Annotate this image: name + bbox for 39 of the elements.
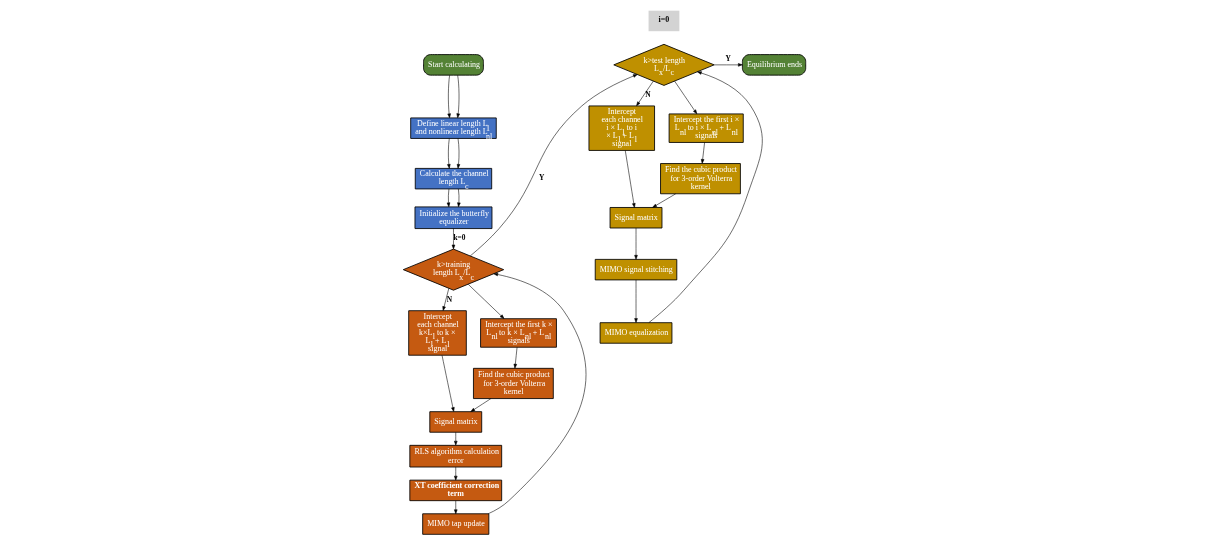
label: i=0 bbox=[658, 15, 669, 25]
node-box: MIMO equalization bbox=[599, 322, 672, 344]
arrow bbox=[453, 466, 457, 481]
arrow bbox=[456, 138, 460, 169]
arrow bbox=[513, 347, 517, 369]
arrow bbox=[713, 63, 743, 67]
node-box: Signal matrix bbox=[428, 411, 482, 433]
arrow bbox=[456, 74, 460, 119]
arrow bbox=[648, 71, 763, 323]
node-box: RLS algorithm calculation error bbox=[408, 444, 502, 468]
arrow bbox=[446, 74, 451, 119]
arrow bbox=[700, 142, 705, 164]
arrow bbox=[624, 150, 635, 208]
arrow bbox=[446, 138, 450, 169]
node-box: MIMO signal stitching bbox=[594, 258, 677, 281]
node-box: Find the cubic product for 3-order Volterra kernel bbox=[659, 163, 741, 195]
node-box: Signal matrix bbox=[609, 207, 662, 229]
arrow bbox=[441, 354, 455, 412]
arrow bbox=[469, 74, 638, 257]
arrow bbox=[635, 80, 654, 107]
node-box: Find the cubic product for 3-order Volterra kernel bbox=[472, 367, 554, 399]
arrow bbox=[633, 227, 638, 260]
node-box: MIMO tap update bbox=[421, 513, 489, 535]
arrow bbox=[673, 80, 697, 115]
node-box: Start calculating bbox=[422, 54, 484, 76]
arrow bbox=[451, 228, 455, 250]
node-box: Initialize the butterfly equalizer bbox=[414, 206, 492, 229]
arrow bbox=[446, 188, 450, 208]
arrow bbox=[633, 279, 638, 323]
node-box: XT coefficient correction term bbox=[408, 479, 502, 502]
arrow bbox=[651, 193, 676, 208]
arrow bbox=[456, 188, 461, 208]
arrow bbox=[453, 432, 457, 446]
arrow bbox=[467, 284, 504, 319]
arrow bbox=[469, 398, 491, 412]
arrow bbox=[441, 288, 449, 311]
arrow bbox=[453, 500, 457, 515]
node-box: Equilibrium ends bbox=[741, 54, 806, 76]
arrow bbox=[487, 272, 586, 515]
